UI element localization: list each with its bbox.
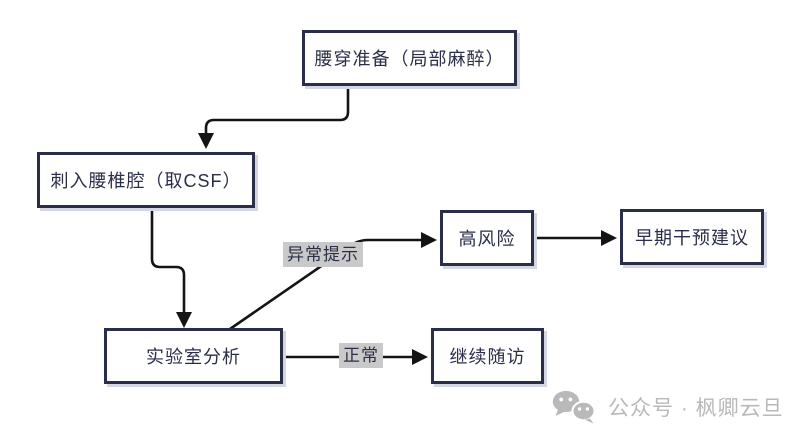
node-label: 早期干预建议 (635, 228, 749, 248)
arrowhead-to-intervention (601, 230, 617, 246)
arrowhead-to-high-risk (421, 232, 437, 248)
arrowhead-to-followup (412, 349, 428, 365)
node-insert-lumbar-cavity: 刺入腰椎腔（取CSF） (37, 152, 255, 208)
node-lab-analysis: 实验室分析 (104, 328, 283, 384)
node-high-risk: 高风险 (440, 210, 534, 266)
edge-prep-to-insert (204, 87, 350, 134)
node-label: 继续随访 (449, 347, 526, 367)
node-label: 高风险 (458, 229, 516, 249)
node-label: 实验室分析 (146, 347, 241, 367)
node-continue-followup: 继续随访 (431, 328, 544, 384)
edge-label-normal: 正常 (339, 343, 383, 368)
node-lumbar-puncture-prep: 腰穿准备（局部麻醉） (302, 30, 517, 86)
node-label: 腰穿准备（局部麻醉） (314, 49, 505, 69)
wechat-icon (552, 390, 596, 424)
watermark: 公众号 · 枫卿云旦 (552, 390, 784, 424)
watermark-text: 公众号 · 枫卿云旦 (608, 397, 784, 420)
node-early-intervention: 早期干预建议 (620, 209, 764, 265)
arrowhead-to-insert (198, 133, 214, 149)
edge-label-abnormal: 异常提示 (283, 242, 363, 267)
arrowhead-to-lab (176, 312, 192, 328)
edge-insert-to-lab (150, 210, 186, 313)
node-label: 刺入腰椎腔（取CSF） (50, 171, 242, 191)
